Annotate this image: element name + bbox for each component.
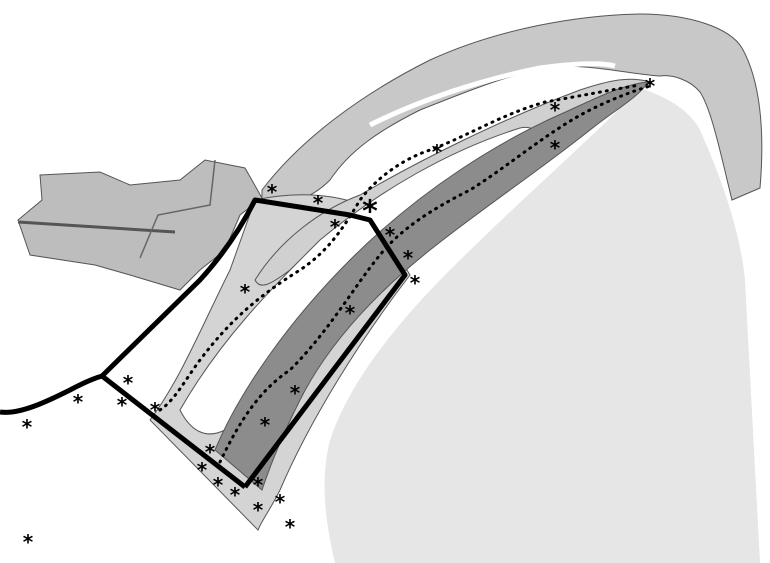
map-marker: * bbox=[117, 393, 128, 417]
marker-group: ***************************** bbox=[22, 74, 656, 554]
main-road bbox=[0, 373, 247, 489]
map-marker: * bbox=[260, 413, 271, 437]
settlement-road-1 bbox=[17, 220, 176, 234]
map-marker: * bbox=[403, 246, 414, 270]
map-marker: * bbox=[240, 280, 251, 304]
map-marker: * bbox=[275, 490, 286, 514]
map-marker: * bbox=[313, 191, 324, 215]
map-marker: * bbox=[253, 498, 264, 522]
map-marker: * bbox=[345, 301, 356, 325]
map-marker: * bbox=[290, 381, 301, 405]
map-marker: * bbox=[330, 215, 341, 239]
map-marker: * bbox=[410, 271, 421, 295]
dark-band bbox=[214, 81, 649, 491]
map-marker: * bbox=[205, 440, 216, 464]
settlement-road-2 bbox=[139, 159, 216, 259]
map-marker: * bbox=[550, 98, 561, 122]
sand-streak bbox=[368, 61, 616, 128]
map-marker: * bbox=[432, 140, 443, 164]
trail-west bbox=[158, 83, 642, 412]
map-marker: * bbox=[197, 458, 208, 482]
map-marker: * bbox=[22, 415, 33, 439]
map-marker: * bbox=[73, 390, 84, 414]
map-marker: * bbox=[230, 483, 241, 507]
map-marker: * bbox=[213, 473, 224, 497]
road-loop bbox=[100, 197, 408, 489]
map-marker: * bbox=[362, 195, 378, 230]
trail-east bbox=[218, 84, 652, 464]
map-marker: * bbox=[267, 180, 278, 204]
map-marker: * bbox=[645, 74, 656, 98]
beach-area bbox=[324, 88, 760, 563]
map-marker: * bbox=[23, 530, 34, 554]
map-marker: * bbox=[285, 515, 296, 539]
map-marker: * bbox=[150, 398, 161, 422]
map-marker: * bbox=[385, 223, 396, 247]
map-marker: * bbox=[253, 473, 264, 497]
map-marker: * bbox=[123, 371, 134, 395]
outer-land-area bbox=[261, 13, 763, 203]
map-marker: * bbox=[550, 136, 561, 160]
